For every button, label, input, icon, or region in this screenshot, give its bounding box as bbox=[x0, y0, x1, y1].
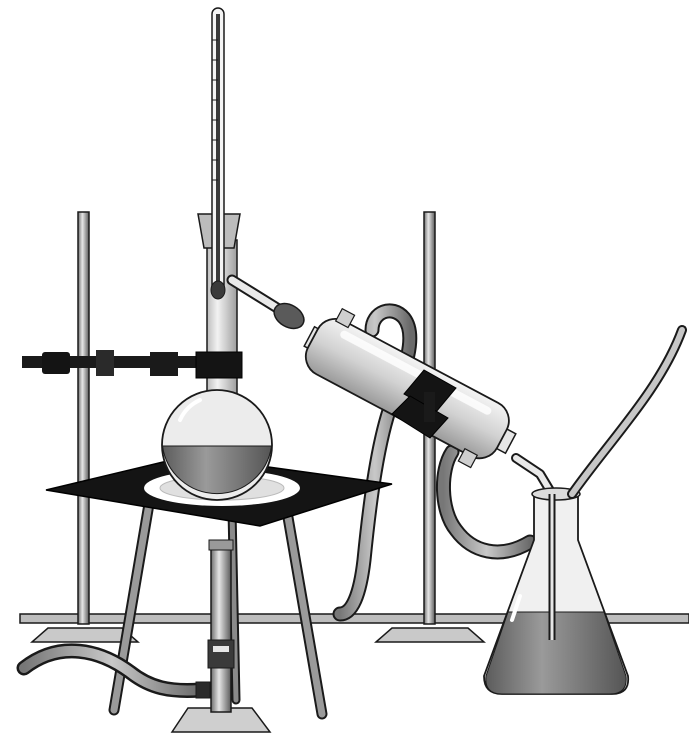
glass-tube-icon bbox=[232, 280, 308, 334]
erlenmeyer-flask-icon bbox=[484, 488, 628, 694]
burner-icon bbox=[172, 540, 270, 732]
retort-stand-left bbox=[32, 212, 138, 642]
thermometer-icon bbox=[211, 8, 225, 299]
water-inlet-hose bbox=[443, 452, 530, 552]
vent-tube bbox=[572, 330, 682, 494]
clamp-icon bbox=[22, 350, 242, 378]
gas-hose-icon bbox=[24, 651, 200, 691]
